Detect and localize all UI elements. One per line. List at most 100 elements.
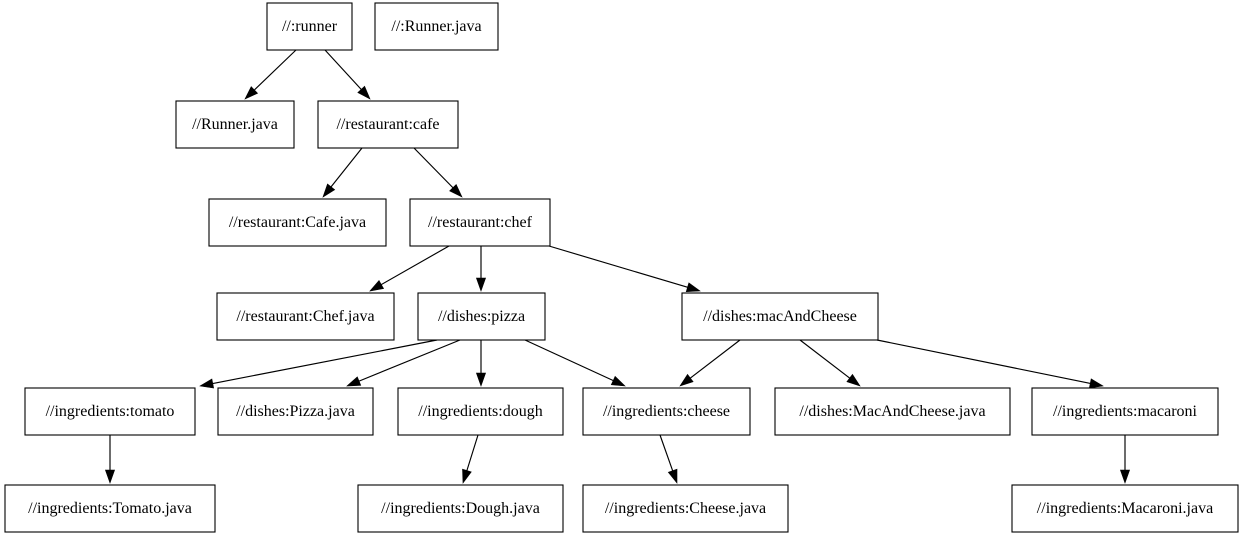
graph-node-ingredients_dough_java[interactable]: //ingredients:Dough.java [357, 484, 564, 533]
edge-arrowhead-icon [667, 468, 678, 484]
graph-node-dishes_macandcheese_java[interactable]: //dishes:MacAndCheese.java [774, 387, 1011, 436]
edge-arrowhead-icon [1088, 378, 1104, 389]
edge-arrowhead-icon [610, 375, 626, 387]
graph-node-restaurant_chef[interactable]: //restaurant:chef [409, 198, 551, 247]
graph-edge [475, 340, 487, 387]
edge-line [659, 434, 674, 473]
node-label: //restaurant:Cafe.java [229, 214, 366, 231]
graph-node-ingredients_cheese[interactable]: //ingredients:cheese [582, 387, 751, 436]
graph-edge [462, 434, 479, 484]
graph-node-runner_java[interactable]: //Runner.java [175, 100, 295, 149]
node-label: //ingredients:macaroni [1053, 403, 1198, 420]
edge-arrowhead-icon [462, 468, 472, 484]
node-label: //dishes:macAndCheese [703, 308, 857, 325]
graph-node-runner_java_root[interactable]: //:Runner.java [374, 2, 499, 51]
node-box[interactable] [24, 387, 196, 436]
graph-node-runner[interactable]: //:runner [266, 2, 353, 51]
node-label: //ingredients:cheese [603, 403, 730, 420]
node-box[interactable] [409, 198, 551, 247]
edge-line [252, 49, 297, 92]
edge-arrowhead-icon [357, 85, 371, 100]
node-label: //dishes:pizza [438, 308, 525, 325]
graph-node-dishes_macandcheese[interactable]: //dishes:macAndCheese [681, 292, 879, 341]
edge-line [413, 147, 455, 190]
edge-line [688, 339, 741, 380]
node-box[interactable] [217, 387, 374, 436]
graph-edge [413, 147, 463, 198]
node-label: //restaurant:cafe [336, 116, 439, 133]
node-label: //ingredients:dough [418, 403, 542, 420]
edge-line [210, 339, 438, 385]
edge-line [465, 434, 479, 473]
node-box[interactable] [208, 198, 387, 247]
graph-nodes-layer: //:runner //:Runner.java //Runner.java //re… [4, 2, 1239, 533]
graph-edge [524, 339, 626, 387]
graph-edge [876, 339, 1104, 389]
node-label: //ingredients:Cheese.java [605, 500, 766, 517]
edge-line [548, 245, 690, 289]
graph-edge [679, 339, 741, 387]
node-label: //Runner.java [192, 116, 278, 133]
edge-line [379, 245, 450, 287]
node-box[interactable] [417, 292, 546, 341]
node-label: //restaurant:Chef.java [236, 308, 374, 325]
edge-line [324, 49, 363, 92]
edge-arrowhead-icon [199, 378, 215, 389]
edge-line [799, 339, 852, 380]
graph-edge [346, 339, 461, 387]
edge-arrowhead-icon [679, 373, 694, 387]
graph-node-dishes_pizza[interactable]: //dishes:pizza [417, 292, 546, 341]
node-box[interactable] [374, 2, 499, 51]
graph-node-restaurant_chef_java[interactable]: //restaurant:Chef.java [216, 292, 395, 341]
node-label: //:runner [282, 18, 338, 35]
graph-edge [799, 339, 861, 387]
node-label: //:Runner.java [391, 18, 481, 35]
node-box[interactable] [317, 100, 459, 149]
node-box[interactable] [582, 484, 789, 533]
graph-edge [1119, 435, 1131, 484]
graph-node-ingredients_macaroni[interactable]: //ingredients:macaroni [1031, 387, 1219, 436]
node-box[interactable] [216, 292, 395, 341]
node-label: //ingredients:tomato [46, 403, 175, 420]
node-label: //restaurant:chef [428, 214, 533, 231]
graph-node-ingredients_tomato[interactable]: //ingredients:tomato [24, 387, 196, 436]
edge-arrowhead-icon [685, 282, 701, 293]
graph-edge [244, 49, 297, 100]
graph-node-restaurant_cafe_java[interactable]: //restaurant:Cafe.java [208, 198, 387, 247]
graph-node-restaurant_cafe[interactable]: //restaurant:cafe [317, 100, 459, 149]
node-label: //ingredients:Dough.java [381, 500, 540, 517]
graph-edge [104, 435, 116, 484]
edge-arrowhead-icon [244, 86, 259, 100]
graph-node-ingredients_macaroni_java[interactable]: //ingredients:Macaroni.java [1011, 484, 1239, 533]
node-box[interactable] [357, 484, 564, 533]
edge-arrowhead-icon [846, 373, 861, 387]
graph-node-ingredients_tomato_java[interactable]: //ingredients:Tomato.java [4, 484, 216, 533]
graph-node-ingredients_cheese_java[interactable]: //ingredients:Cheese.java [582, 484, 789, 533]
graph-edge [322, 147, 363, 198]
edge-arrowhead-icon [1119, 469, 1131, 484]
edge-arrowhead-icon [449, 183, 463, 198]
edge-line [876, 339, 1093, 385]
graph-edge [659, 434, 678, 484]
node-box[interactable] [4, 484, 216, 533]
edge-line [524, 339, 616, 382]
graph-node-ingredients_dough[interactable]: //ingredients:dough [397, 387, 564, 436]
node-box[interactable] [175, 100, 295, 149]
node-box[interactable] [397, 387, 564, 436]
edge-arrowhead-icon [475, 277, 487, 292]
node-box[interactable] [1011, 484, 1239, 533]
edge-arrowhead-icon [104, 469, 116, 484]
node-box[interactable] [681, 292, 879, 341]
node-box[interactable] [266, 2, 353, 51]
graph-node-dishes_pizza_java[interactable]: //dishes:Pizza.java [217, 387, 374, 436]
edge-arrowhead-icon [346, 376, 362, 387]
node-box[interactable] [774, 387, 1011, 436]
node-label: //ingredients:Tomato.java [28, 500, 192, 517]
node-box[interactable] [582, 387, 751, 436]
node-label: //dishes:Pizza.java [236, 403, 355, 420]
node-box[interactable] [1031, 387, 1219, 436]
edge-line [329, 147, 363, 189]
node-label: //dishes:MacAndCheese.java [799, 403, 985, 420]
graph-edge [199, 339, 438, 389]
